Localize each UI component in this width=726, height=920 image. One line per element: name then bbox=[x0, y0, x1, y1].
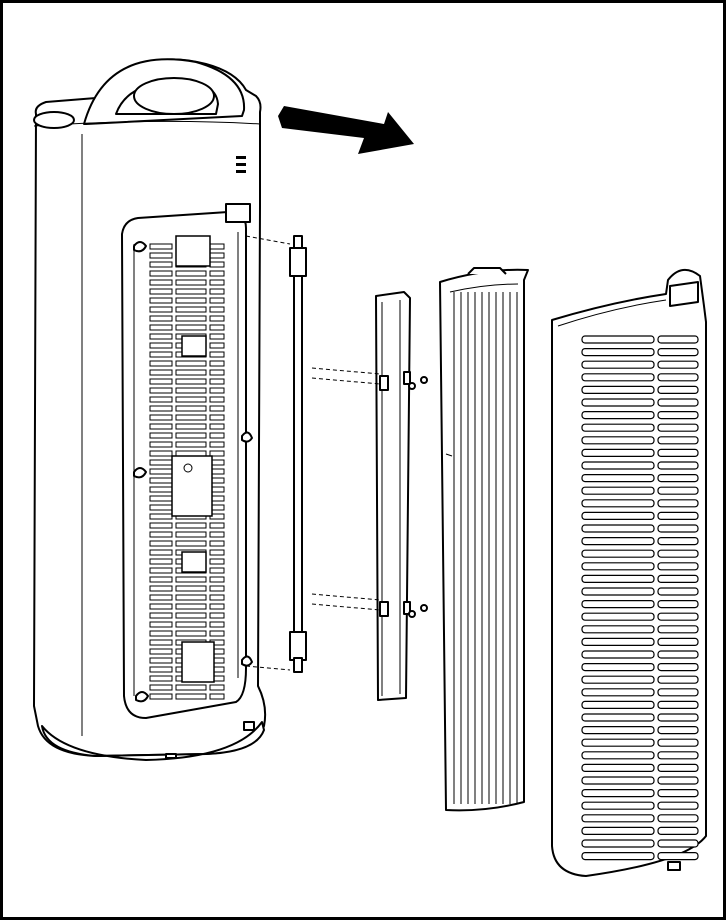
front-grille bbox=[551, 269, 707, 877]
grille-slats bbox=[581, 335, 699, 861]
uv-bulb bbox=[289, 235, 307, 673]
filter-ribs bbox=[453, 292, 518, 804]
bulb-bracket bbox=[375, 291, 411, 701]
tower-clips bbox=[133, 241, 253, 703]
exploded-assembly-diagram bbox=[33, 58, 707, 877]
bracket-guide-lines bbox=[311, 367, 381, 611]
filter-panel bbox=[439, 267, 529, 812]
direction-arrow bbox=[278, 106, 414, 154]
inner-fin-grid bbox=[149, 235, 225, 700]
screws bbox=[408, 376, 428, 618]
bulb-guide-lines bbox=[245, 235, 291, 671]
side-vent-marks bbox=[236, 156, 246, 173]
